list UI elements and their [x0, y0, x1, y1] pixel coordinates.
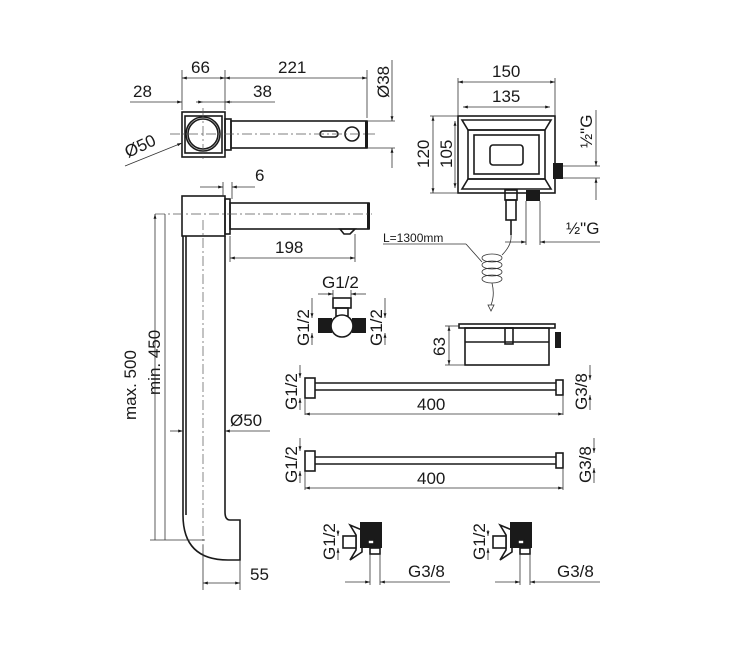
- valve-2-outlet: G3/8: [557, 562, 594, 581]
- hose-1-inlet: G1/2: [282, 373, 301, 410]
- valve-1-inlet: G1/2: [320, 523, 339, 560]
- t-right-thread: G1/2: [367, 309, 386, 346]
- t-left-thread: G1/2: [294, 309, 313, 346]
- dim-63: 63: [430, 337, 449, 356]
- valve-2-inlet: G1/2: [470, 523, 489, 560]
- hose-1: 400 G1/2 G3/8: [282, 365, 592, 416]
- dim-66: 66: [191, 58, 210, 77]
- valve-1-outlet: G3/8: [408, 562, 445, 581]
- spout-top-view: 66 221 28 38 Ø38 Ø50: [122, 58, 395, 168]
- dim-min-450: min. 450: [145, 330, 164, 395]
- hose-2-outlet: G3/8: [576, 446, 595, 483]
- hose-2: 400 G1/2 G3/8: [282, 438, 596, 490]
- dim-d50-top: Ø50: [122, 131, 159, 162]
- outlet-icon: [338, 228, 357, 235]
- dim-55: 55: [250, 565, 269, 584]
- hose-1-length: 400: [417, 395, 445, 414]
- angle-valve-2: G1/2 G3/8: [470, 522, 600, 585]
- angle-valve-1: G1/2 G3/8: [320, 522, 450, 585]
- dim-6: 6: [255, 166, 264, 185]
- spout-side-view: 6 198 max. 500 min. 450 Ø50 55: [121, 166, 372, 590]
- dim-max-500: max. 500: [121, 350, 140, 420]
- dim-d38: Ø38: [374, 66, 393, 98]
- thread-side: ½"G: [577, 115, 596, 148]
- dim-135: 135: [492, 87, 520, 106]
- cable-length: L=1300mm: [383, 231, 443, 245]
- hose-1-outlet: G3/8: [572, 373, 591, 410]
- t-connector: G1/2 G1/2 G1/2: [294, 273, 387, 346]
- hose-2-length: 400: [417, 469, 445, 488]
- t-top-thread: G1/2: [322, 273, 359, 292]
- control-box-front: 150 135 120 105 ½"G ½"G L=1300mm 63: [383, 62, 600, 366]
- dim-d50-side: Ø50: [230, 411, 262, 430]
- dim-150: 150: [492, 62, 520, 81]
- dim-120: 120: [414, 140, 433, 168]
- hose-2-inlet: G1/2: [282, 446, 301, 483]
- dim-105: 105: [437, 140, 456, 168]
- sensor-window-icon: [489, 144, 524, 166]
- cable-coil-icon: [481, 234, 512, 312]
- dim-198: 198: [275, 238, 303, 257]
- thread-bottom: ½"G: [566, 219, 599, 238]
- dim-28: 28: [133, 82, 152, 101]
- dim-38: 38: [253, 82, 272, 101]
- dim-221: 221: [278, 58, 306, 77]
- control-box-side: 63: [430, 323, 561, 366]
